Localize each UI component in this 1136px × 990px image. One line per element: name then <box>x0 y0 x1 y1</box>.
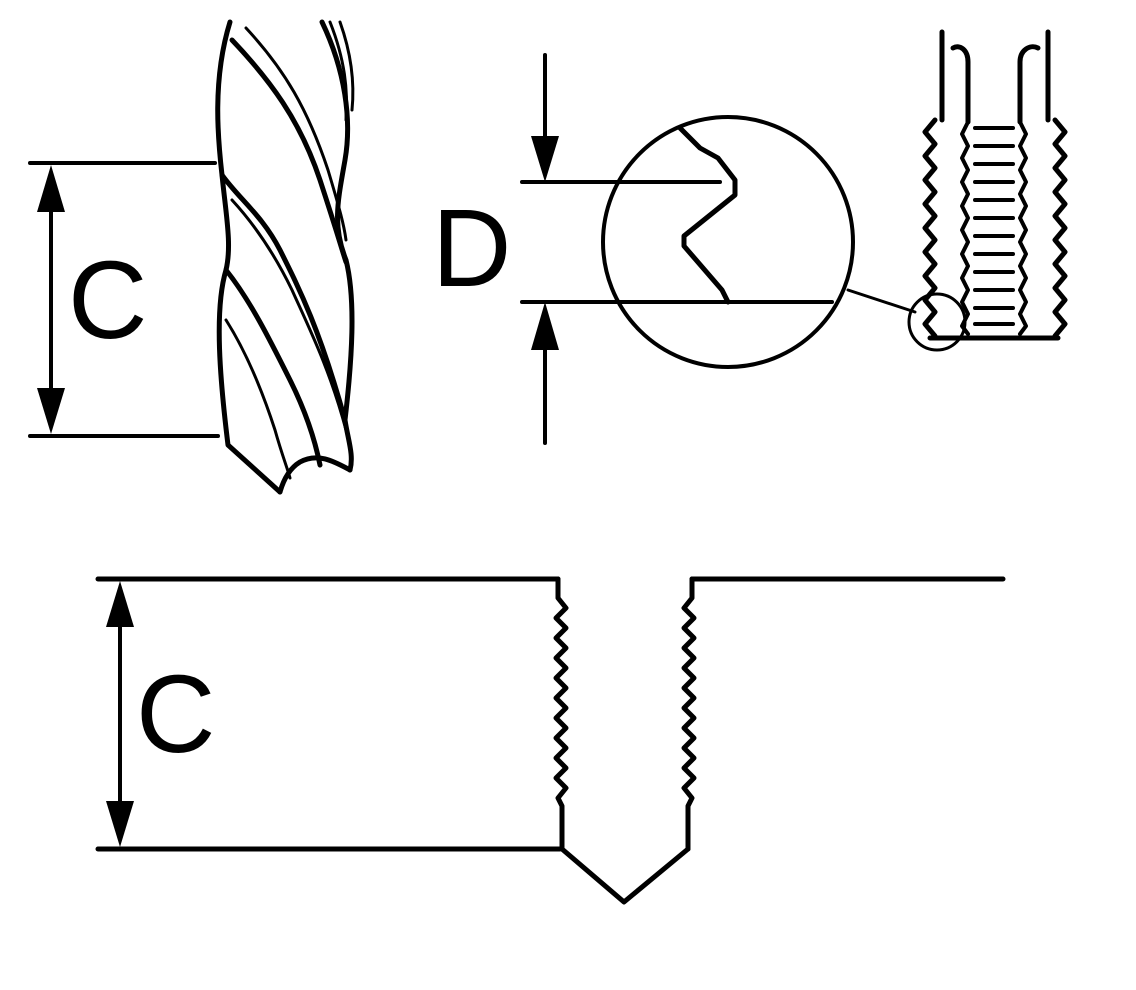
arrow-up-icon <box>37 165 65 212</box>
hole-dimension-c: C <box>106 581 215 847</box>
arrow-up-icon <box>106 581 134 627</box>
drill-depth-label: C <box>68 239 147 362</box>
arrow-down-icon <box>531 136 559 182</box>
tapped-hole-section <box>95 576 1006 905</box>
arrow-down-icon <box>106 801 134 847</box>
thread-insert <box>907 29 1068 352</box>
thread-depth-label: D <box>432 187 511 310</box>
magnified-thread-circle <box>601 115 917 369</box>
drill-dimension-c: C <box>28 161 220 438</box>
thread-depth-dimension-d: D <box>432 53 834 445</box>
drill-bit <box>215 19 355 495</box>
arrow-up-icon <box>531 302 559 350</box>
arrow-down-icon <box>37 388 65 434</box>
hole-depth-label: C <box>136 653 215 776</box>
